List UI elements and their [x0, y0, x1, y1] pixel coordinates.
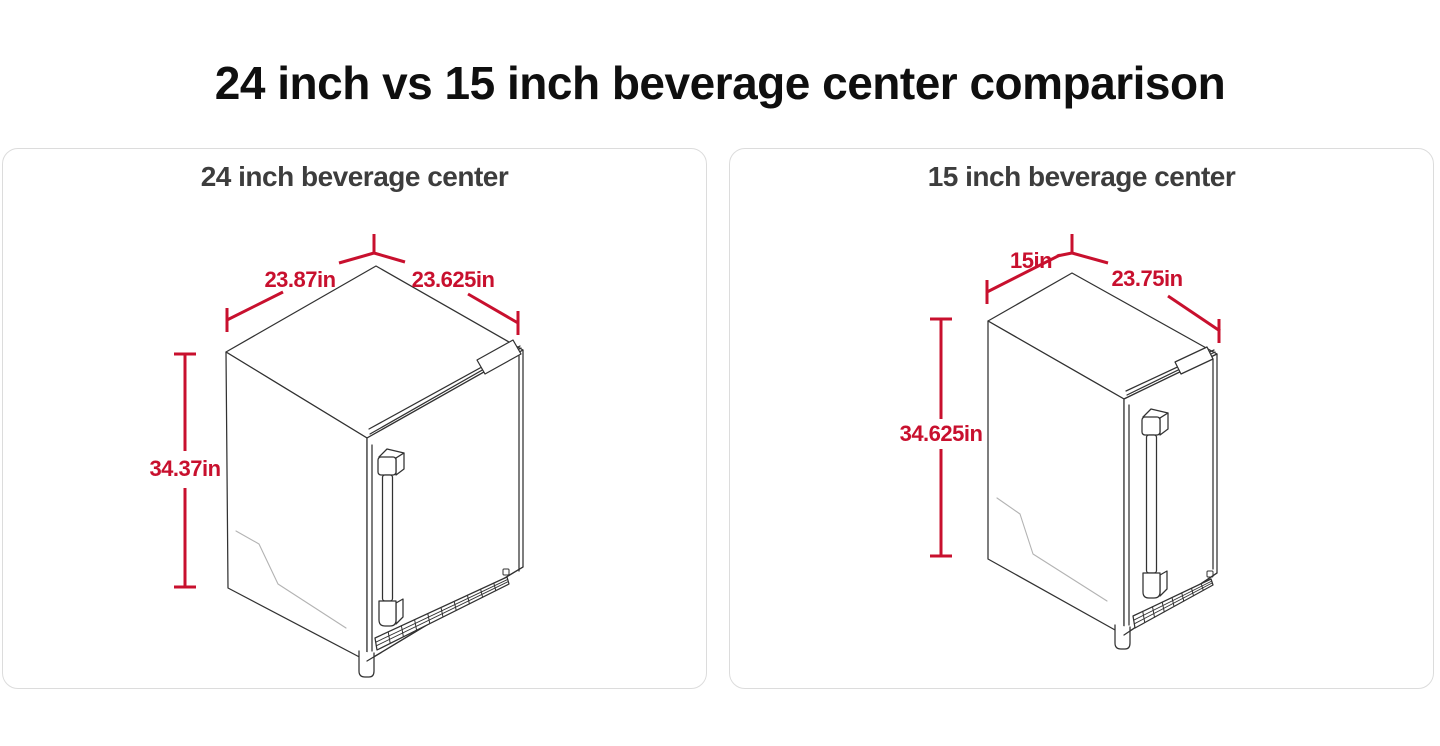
fridge-drawing	[987, 272, 1218, 650]
beverage-center-24-diagram: 23.87in 23.625in 34.37in	[149, 234, 524, 678]
dimension-annotations	[174, 234, 520, 589]
height-dimension-label: 34.625in	[900, 421, 983, 446]
panel-24-inch: 24 inch beverage center 23.87in 23.625in 3…	[2, 148, 707, 689]
depth-dimension-label: 23.625in	[412, 267, 495, 292]
fridge-drawing	[225, 265, 524, 678]
width-dimension-label: 23.87in	[264, 267, 335, 292]
panel-title-15: 15 inch beverage center	[927, 161, 1236, 192]
panel-title-24: 24 inch beverage center	[200, 161, 509, 192]
width-dimension-label: 15in	[1010, 248, 1052, 273]
dimension-labels: 23.87in 23.625in 34.37in	[149, 267, 495, 481]
height-dimension-label: 34.37in	[149, 456, 220, 481]
page-title: 24 inch vs 15 inch beverage center compa…	[214, 57, 1226, 109]
depth-dimension-label: 23.75in	[1111, 266, 1182, 291]
dimension-labels: 15in 23.75in 34.625in	[900, 248, 1184, 446]
dimension-annotations	[930, 234, 1221, 558]
panel-15-inch: 15 inch beverage center 15in 23.75in 34.62…	[729, 148, 1434, 689]
beverage-center-15-diagram: 15in 23.75in 34.625in	[900, 234, 1221, 650]
